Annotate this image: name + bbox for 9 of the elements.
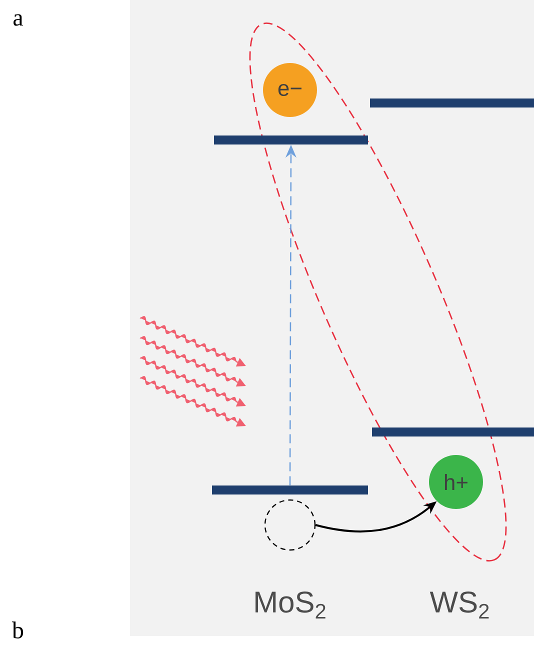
label-letter: b <box>12 622 24 638</box>
energy-level-bar <box>370 98 534 108</box>
energy-level-bar <box>214 136 368 144</box>
energy-level-bar <box>212 486 368 494</box>
empty-state-circle <box>264 499 316 551</box>
layer-label: WS$_{2}$ <box>430 591 489 619</box>
layer-label: MoS$_{2}$ <box>256 591 326 619</box>
energy-level-bar <box>372 428 534 436</box>
label-letter: a <box>14 14 23 26</box>
